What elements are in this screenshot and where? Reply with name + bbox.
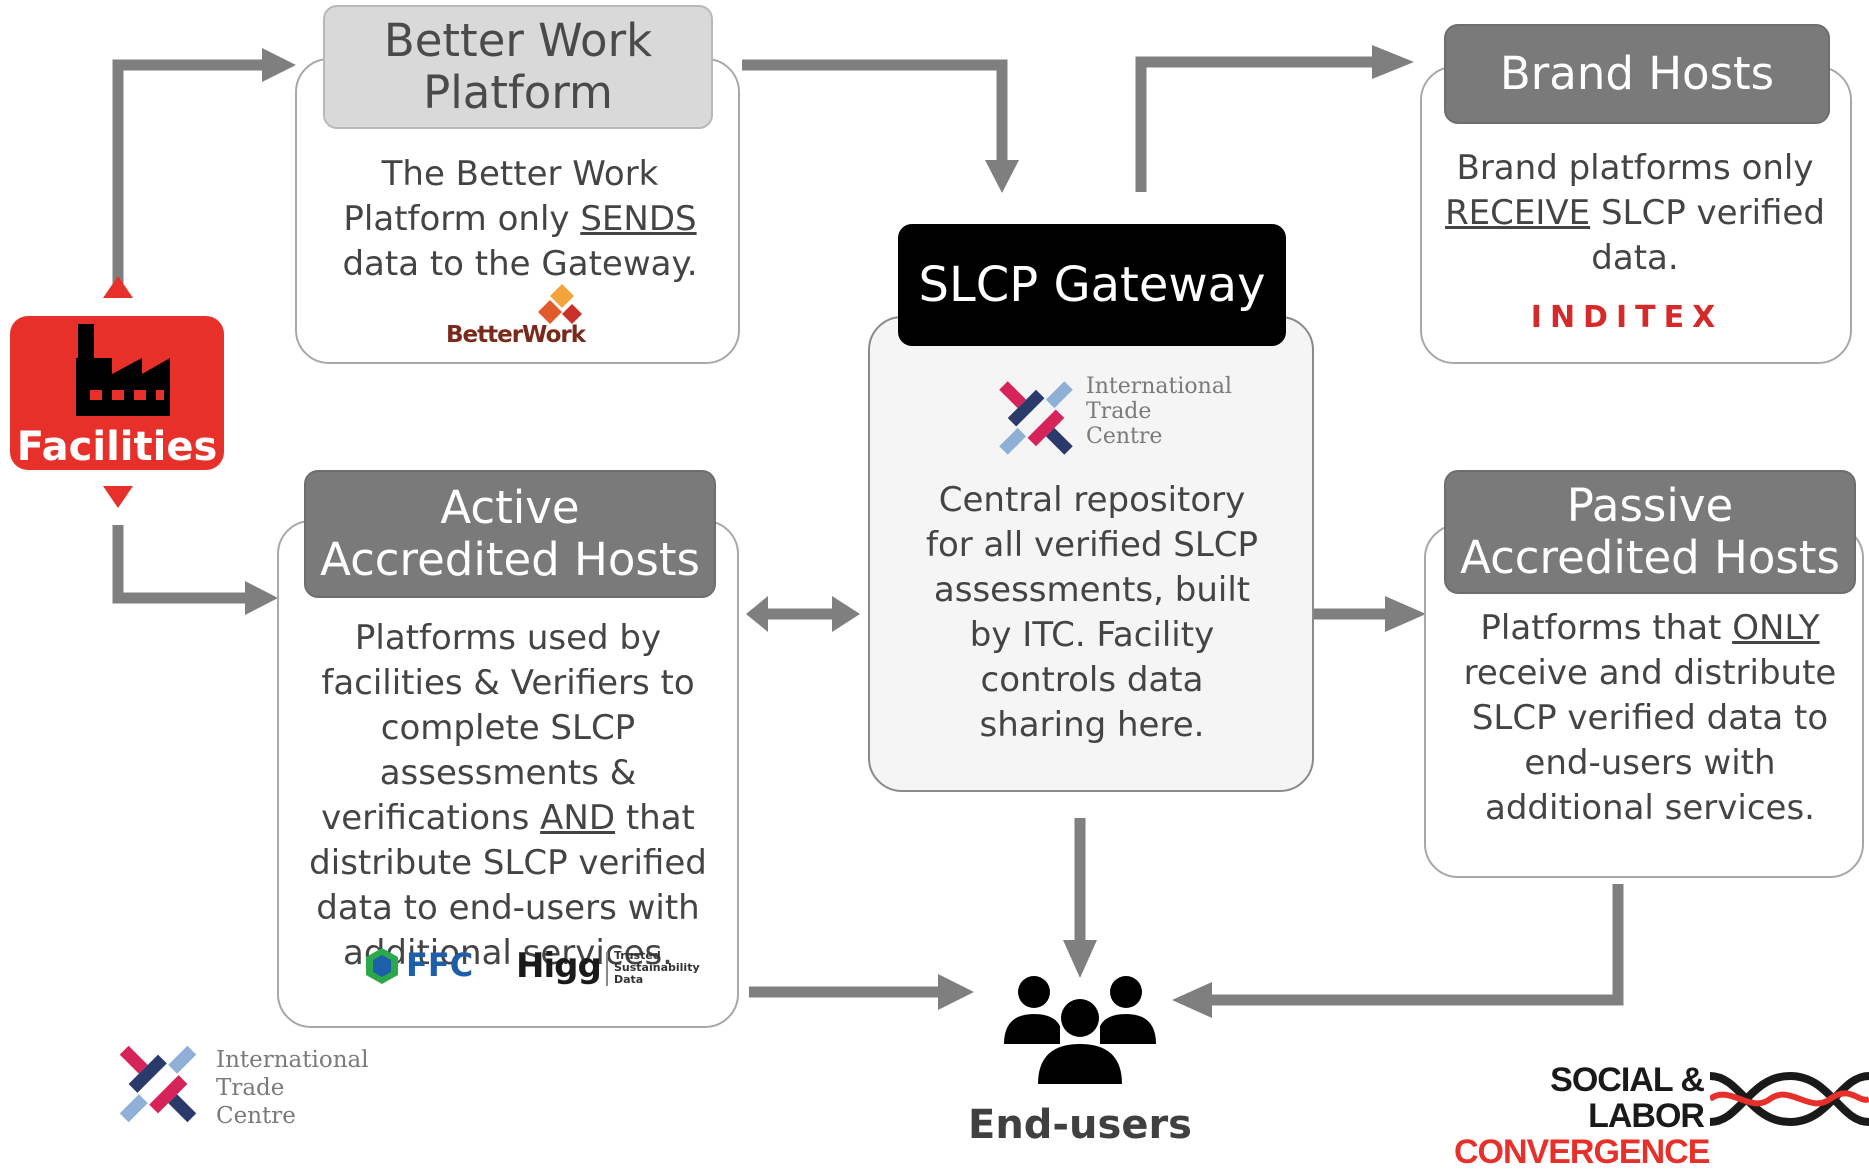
gateway-title: SLCP Gateway (898, 224, 1286, 346)
ffc-logo-text: FFC (406, 946, 474, 984)
footer-slcp-logo: SOCIAL & LABOR CONVERGENCE (1454, 1058, 1869, 1170)
footer-itc-text: International Trade Centre (216, 1047, 369, 1129)
arrow-betterwork-to-gateway (742, 59, 1008, 160)
arrow-passive-to-endusers (1212, 884, 1624, 1006)
betterwork-title: Better Work Platform (323, 5, 713, 129)
gateway-itc-logo: International Trade Centre (986, 368, 1232, 468)
itc-logo-mark (999, 381, 1073, 455)
arrow-gateway-to-brand (1135, 56, 1372, 192)
end-users-node[interactable]: End-users (960, 972, 1200, 1150)
higg-logo-divider (606, 952, 608, 986)
higg-tagline: Trusted Sustainability Data (614, 949, 700, 986)
arrow-facilities-to-active (112, 525, 245, 604)
inditex-logo: INDITEX (1530, 300, 1724, 335)
passive-hosts-description: Platforms that ONLY receive and distribu… (1463, 608, 1837, 828)
facilities-node[interactable]: Facilities (8, 276, 226, 508)
gateway-itc-text: International Trade Centre (1086, 374, 1232, 449)
arrow-facilities-to-betterwork (112, 59, 262, 285)
ffc-logo: FFC (362, 946, 492, 990)
passive-hosts-title: Passive Accredited Hosts (1444, 470, 1856, 594)
users-group-icon (1004, 976, 1156, 1084)
higg-logo: Higg Trusted Sustainability Data (516, 946, 716, 996)
facilities-label: Facilities (16, 424, 218, 470)
higg-logo-text: Higg (516, 946, 602, 986)
slcp-weave-icon (1710, 1071, 1869, 1127)
factory-icon (76, 324, 170, 416)
betterwork-description: The Better Work Platform only SENDS data… (342, 154, 698, 284)
betterwork-logo-text: BetterWork (446, 322, 586, 348)
ffc-hexagon-icon (366, 948, 398, 984)
footer-itc-logo: International Trade Centre (106, 1032, 376, 1142)
slcp-logo-text: SOCIAL & LABOR CONVERGENCE (1454, 1061, 1710, 1171)
brand-hosts-description: Brand platforms only RECEIVE SLCP verifi… (1445, 148, 1825, 278)
betterwork-logo: BetterWork (442, 282, 592, 350)
end-users-label: End-users (968, 1102, 1192, 1148)
active-hosts-description: Platforms used by facilities & Verifiers… (309, 618, 707, 973)
footer-itc-logo-mark (119, 1045, 197, 1123)
brand-hosts-title: Brand Hosts (1444, 24, 1830, 124)
gateway-box (868, 316, 1314, 792)
active-hosts-box (277, 520, 739, 1028)
betterwork-logo-mark (538, 284, 582, 324)
gateway-description: Central repository for all verified SLCP… (925, 480, 1259, 745)
active-hosts-title: Active Accredited Hosts (304, 470, 716, 598)
